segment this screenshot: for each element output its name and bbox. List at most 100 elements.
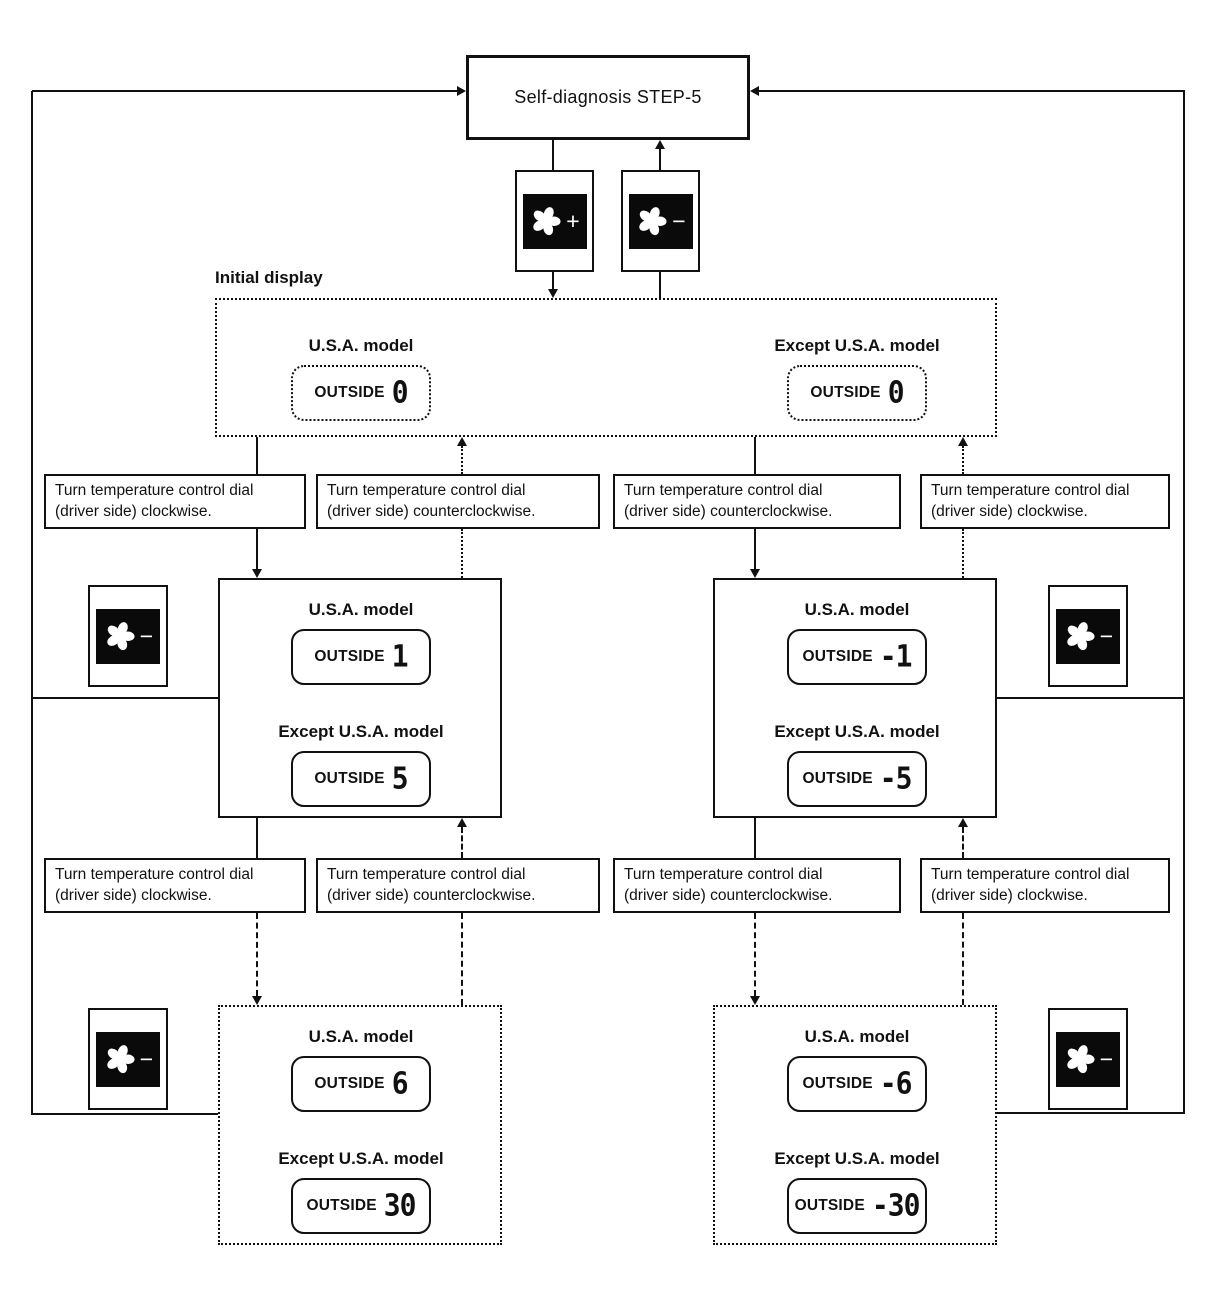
fan-speed-up-button: + [515,170,594,272]
connector-down-right-1b [754,529,756,569]
outside-label: OUTSIDE [314,648,385,665]
fan-icon [531,205,561,237]
outside-label: OUTSIDE [794,1197,865,1214]
minus-icon: − [672,207,686,234]
instruction-line: (driver side) clockwise. [55,502,212,520]
fan-down-panel: − [628,193,693,249]
panel-level2-left: U.S.A. model OUTSIDE 6 Except U.S.A. mod… [218,1005,502,1245]
step5-node: Self-diagnosis STEP-5 [466,55,750,140]
minus-icon: − [1099,622,1114,649]
connector-up-right-2b [962,913,964,1005]
model-label: Except U.S.A. model [774,722,940,741]
minus-icon: − [1099,1045,1114,1072]
instruction-line: Turn temperature control dial [55,866,254,883]
connector-up-right-1b [962,529,964,578]
minus-icon: − [139,622,154,649]
outside-display: OUTSIDE -1 [787,629,927,685]
arrowhead-into-level1-left [252,569,262,578]
instruction-line: Turn temperature control dial [931,866,1130,883]
arrowhead-into-level1-right-bottom [958,818,968,827]
step5-title: Self-diagnosis STEP-5 [514,87,702,107]
display-unit-usa: U.S.A. model OUTSIDE -6 [762,1027,952,1112]
outside-display: OUTSIDE 0 [787,365,927,421]
fan-up-panel: + [522,193,587,249]
connector-left-mid-branch [32,697,218,699]
outside-value: 6 [391,1065,409,1102]
display-unit-usa: U.S.A. model OUTSIDE -1 [762,600,952,685]
model-label: Except U.S.A. model [278,722,444,741]
display-unit-except: Except U.S.A. model OUTSIDE 30 [266,1149,456,1234]
instruction-counterclockwise: Turn temperature control dial (driver si… [613,474,901,529]
connector-down-left-1a [256,437,258,474]
instruction-clockwise: Turn temperature control dial (driver si… [920,474,1170,529]
outside-display: OUTSIDE 6 [291,1056,431,1112]
connector-up-left-2a [461,827,463,858]
outside-value: -1 [879,638,913,675]
outside-value: -30 [871,1187,921,1224]
connector-down-right-2b [754,913,756,996]
instruction-clockwise: Turn temperature control dial (driver si… [920,858,1170,913]
fan-speed-down-button: − [1048,1008,1128,1110]
outside-display: OUTSIDE -6 [787,1056,927,1112]
connector-return-left-vertical [31,91,33,1115]
connector-down-left-1b [256,529,258,569]
initial-display-panel: U.S.A. model OUTSIDE 0 Except U.S.A. mod… [215,298,997,437]
connector-return-top-left [32,90,457,92]
instruction-counterclockwise: Turn temperature control dial (driver si… [316,858,600,913]
outside-value: 0 [391,374,409,411]
display-unit-usa: U.S.A. model OUTSIDE 1 [266,600,456,685]
outside-label: OUTSIDE [802,1075,873,1092]
outside-label: OUTSIDE [802,770,873,787]
display-unit-except: Except U.S.A. model OUTSIDE 0 [762,336,952,421]
fan-down-panel: − [1056,1031,1120,1087]
connector-down-left-2a [256,818,258,858]
arrowhead-into-step5-left [457,86,466,96]
arrowhead-into-level1-right [750,569,760,578]
model-label: U.S.A. model [308,600,414,619]
instruction-line: (driver side) counterclockwise. [327,502,536,520]
display-unit-except: Except U.S.A. model OUTSIDE -5 [762,722,952,807]
instruction-line: Turn temperature control dial [624,482,823,499]
model-label: U.S.A. model [308,336,414,355]
instruction-clockwise: Turn temperature control dial (driver si… [44,858,306,913]
arrowhead-into-level2-right [750,996,760,1005]
instruction-line: (driver side) counterclockwise. [327,886,536,904]
outside-display: OUTSIDE -30 [787,1178,927,1234]
connector-down-right-1a [754,437,756,474]
outside-label: OUTSIDE [314,384,385,401]
connector-right-mid-branch [996,697,1184,699]
outside-label: OUTSIDE [314,1075,385,1092]
model-label: U.S.A. model [804,1027,910,1046]
outside-value: 0 [887,374,905,411]
panel-level2-right: U.S.A. model OUTSIDE -6 Except U.S.A. mo… [713,1005,997,1245]
arrowhead-into-step5-bottom [655,140,665,149]
connector-return-top-right [759,90,1185,92]
connector-return-right-vertical [1183,91,1185,1114]
fan-icon [1065,620,1095,652]
fan-down-panel: − [96,1031,160,1087]
instruction-line: (driver side) counterclockwise. [624,886,833,904]
instruction-line: Turn temperature control dial [55,482,254,499]
model-label: Except U.S.A. model [278,1149,444,1168]
connector-fandown-to-step5 [659,149,661,170]
initial-display-label: Initial display [215,268,323,287]
instruction-line: Turn temperature control dial [327,482,526,499]
instruction-counterclockwise: Turn temperature control dial (driver si… [613,858,901,913]
fan-speed-down-button: − [621,170,700,272]
outside-value: 1 [391,638,409,675]
fan-speed-down-button: − [88,1008,168,1110]
outside-display: OUTSIDE -5 [787,751,927,807]
outside-value: 30 [383,1187,417,1224]
arrowhead-into-initial-right [958,437,968,446]
fan-icon [105,1043,135,1075]
display-unit-usa: U.S.A. model OUTSIDE 6 [266,1027,456,1112]
arrowhead-into-step5-right [750,86,759,96]
arrowhead-into-level2-left [252,996,262,1005]
outside-display: OUTSIDE 1 [291,629,431,685]
plus-icon: + [566,207,580,234]
instruction-clockwise: Turn temperature control dial (driver si… [44,474,306,529]
connector-initial-to-fandown [659,272,661,298]
outside-label: OUTSIDE [810,384,881,401]
connector-left-bottom-branch [32,1113,218,1115]
instruction-line: (driver side) clockwise. [931,886,1088,904]
